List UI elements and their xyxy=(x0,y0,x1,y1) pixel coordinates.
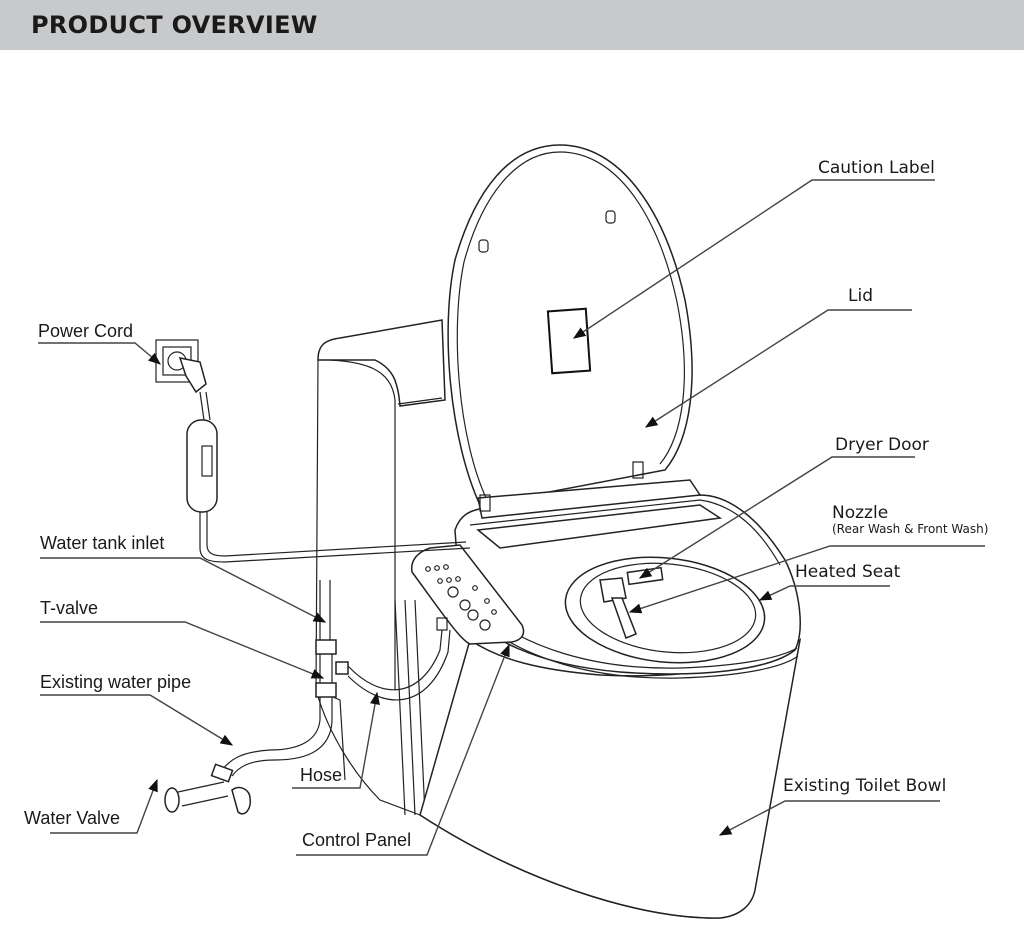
leader-lines xyxy=(38,179,985,856)
lid xyxy=(447,144,723,549)
label-water-valve: Water Valve xyxy=(24,808,120,828)
label-hose: Hose xyxy=(300,765,342,785)
label-dryer-door: Dryer Door xyxy=(835,435,929,455)
label-control-panel: Control Panel xyxy=(302,830,411,850)
toilet-tank xyxy=(315,319,446,816)
label-water-tank-inlet: Water tank inlet xyxy=(40,533,164,553)
caution-label-sticker xyxy=(546,307,592,375)
control-panel-device xyxy=(410,544,525,645)
label-nozzle: Nozzle xyxy=(832,503,888,523)
power-cord-device xyxy=(155,339,471,563)
label-caution-label: Caution Label xyxy=(818,158,935,178)
label-nozzle-sub: (Rear Wash & Front Wash) xyxy=(832,522,988,536)
label-heated-seat: Heated Seat xyxy=(795,562,901,582)
header-bar: PRODUCT OVERVIEW xyxy=(0,0,1024,50)
label-t-valve: T-valve xyxy=(40,598,98,618)
toilet-bowl xyxy=(419,637,802,919)
label-existing-toilet-bowl: Existing Toilet Bowl xyxy=(783,776,946,796)
nozzle-assembly xyxy=(599,566,664,639)
label-existing-water-pipe: Existing water pipe xyxy=(40,672,191,692)
page-title: PRODUCT OVERVIEW xyxy=(31,11,318,39)
label-power-cord: Power Cord xyxy=(38,321,133,341)
water-pipes xyxy=(164,580,451,815)
label-lid: Lid xyxy=(848,286,873,306)
